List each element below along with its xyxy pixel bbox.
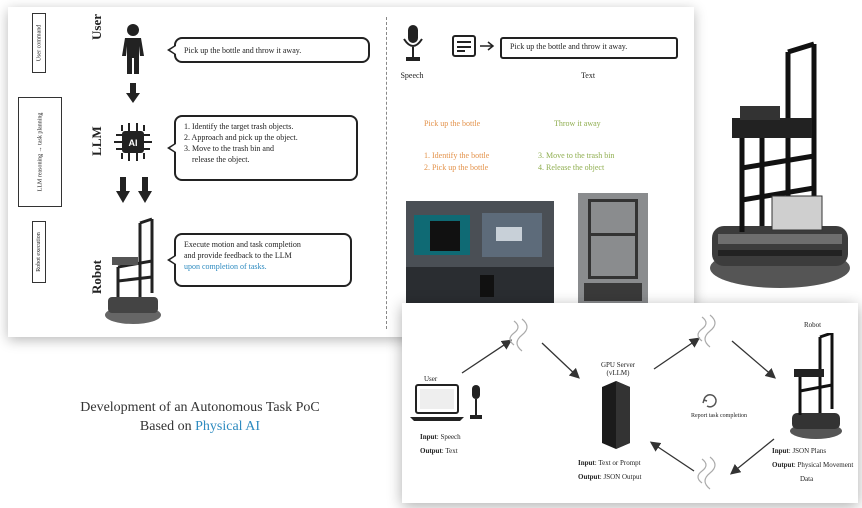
user-input-val: Speech [440, 433, 461, 441]
arrow-right-icon [480, 41, 495, 51]
laptop-icon [410, 384, 464, 421]
robot-output-line: Output: Physical Movement [772, 461, 854, 469]
side-box-llm: LLM reasoning → task planning [18, 97, 62, 207]
robot-feedback-bubble: Execute motion and task completion and p… [167, 233, 352, 287]
llm-step-2: 2. Approach and pick up the object. [184, 133, 298, 142]
microphone-icon [470, 385, 482, 419]
server-icon [602, 381, 630, 449]
ai-chip-icon: AI [114, 123, 152, 161]
server-input-val: Text or Prompt [598, 459, 641, 467]
pickup-step-1: 1. Identify the bottle [424, 151, 490, 160]
arrow-down-icon [126, 83, 140, 103]
speech-label: Speech [400, 71, 424, 80]
server-output-line: Output: JSON Output [578, 473, 642, 481]
row-label-llm: LLM [89, 126, 104, 156]
feedback-icon [702, 394, 717, 408]
pipeline-panel: User command LLM reasoning → task planni… [8, 7, 694, 337]
pickup-step-2: 2. Pick up the bottle [424, 163, 489, 172]
user-output-line: Output: Text [420, 447, 458, 455]
command-text-box: Pick up the bottle and throw it away. [500, 37, 678, 59]
col-head-throw: Throw it away [554, 119, 601, 128]
system-architecture-panel: User Input: Speech Output: Text GPU Serv… [402, 303, 858, 503]
arrows-down-icon [116, 177, 152, 203]
row-label-user: User [89, 14, 104, 40]
robot-photo [578, 193, 648, 307]
title-line-1: Development of an Autonomous Task PoC [80, 400, 320, 415]
svg-text:AI: AI [129, 138, 138, 148]
side-box-user: User command [32, 13, 46, 73]
robot-input-key: Input [772, 447, 789, 455]
server-input-line: Input: Text or Prompt [578, 459, 641, 467]
title-line-2: Based on Physical AI [20, 417, 380, 436]
user-output-val: Text [445, 447, 458, 455]
robot-icon [105, 217, 161, 324]
user-command-text: Pick up the bottle and throw it away. [184, 46, 302, 55]
robot-output-val: Physical Movement [797, 461, 854, 469]
workspace-photo [406, 201, 554, 307]
text-input-icon [452, 35, 476, 57]
robot-illustration [710, 41, 850, 288]
server-output-val: JSON Output [603, 473, 642, 481]
llm-step-3: 3. Move to the trash bin and [184, 144, 274, 153]
user-node-label: User [424, 375, 438, 383]
user-output-key: Output [420, 447, 442, 455]
robot-feedback-line-1: Execute motion and task completion [184, 240, 301, 249]
user-input-key: Input [420, 433, 437, 441]
user-command-bubble: Pick up the bottle and throw it away. [167, 37, 370, 63]
section-divider [386, 17, 387, 329]
col-head-pickup: Pick up the bottle [424, 119, 481, 128]
title-highlight: Physical AI [195, 419, 261, 434]
server-output-key: Output [578, 473, 600, 481]
robot-feedback-line-2: and provide feedback to the LLM [184, 251, 292, 260]
llm-plan-bubble: 1. Identify the target trash objects. 2.… [167, 115, 358, 181]
side-box-user-text: User command [36, 24, 42, 62]
robot-feedback-line-3: upon completion of tasks. [184, 262, 267, 271]
robot-node-label: Robot [804, 321, 822, 329]
server-label: GPU Server (vLLM) [600, 361, 636, 377]
throw-step-1: 3. Move to the trash bin [538, 151, 615, 160]
poster-title: Development of an Autonomous Task PoC Ba… [20, 398, 380, 436]
user-input-line: Input: Speech [420, 433, 461, 441]
person-icon [122, 24, 144, 74]
throw-step-2: 4. Release the object [538, 163, 605, 172]
command-text-box-text: Pick up the bottle and throw it away. [510, 42, 628, 51]
side-box-robot: Robot execution [32, 221, 46, 283]
title-line-2-prefix: Based on [139, 419, 196, 434]
llm-step-1: 1. Identify the target trash objects. [184, 122, 294, 131]
flow-arrows [461, 314, 776, 490]
feedback-label: Report task completion [691, 413, 747, 419]
microphone-icon [403, 25, 423, 61]
side-box-llm-text: LLM reasoning → task planning [37, 112, 43, 192]
robot-output-line-2: Data [800, 475, 814, 483]
server-input-key: Input [578, 459, 595, 467]
robot-input-line: Input: JSON Plans [772, 447, 827, 455]
robot-input-val: JSON Plans [792, 447, 827, 455]
text-label: Text [580, 71, 596, 80]
side-box-robot-text: Robot execution [36, 232, 42, 272]
robot-output-key: Output [772, 461, 794, 469]
llm-step-4: release the object. [192, 155, 250, 164]
robot-icon [790, 333, 842, 439]
